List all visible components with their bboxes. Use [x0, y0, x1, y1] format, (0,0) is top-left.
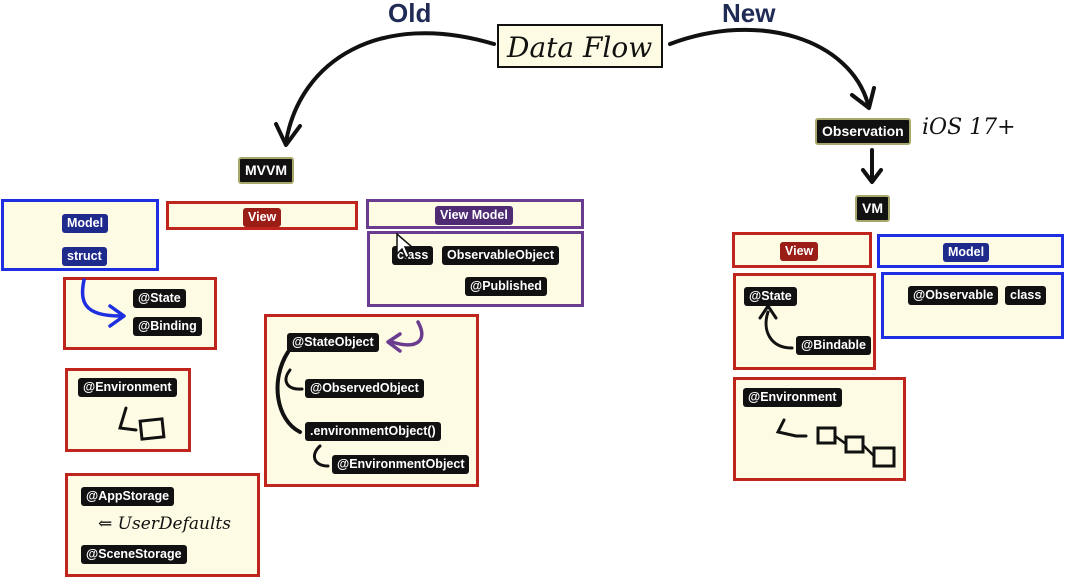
- old-flow-arrow: [284, 31, 496, 144]
- old-viewmodel-protocol: ObservableObject: [442, 246, 559, 265]
- new-state-box: @State @Bindable: [733, 273, 876, 370]
- vm-badge: VM: [855, 195, 890, 222]
- old-environment-box: @Environment: [65, 368, 191, 452]
- mvvm-badge: MVVM: [238, 157, 294, 184]
- new-class-pill: class: [1005, 286, 1047, 305]
- old-observedobject-pill: @ObservedObject: [305, 379, 424, 398]
- old-scenestorage-pill: @SceneStorage: [81, 545, 187, 564]
- old-flow-arrowhead: [274, 122, 302, 147]
- old-heading: Old: [388, 0, 432, 28]
- old-state-box: @State @Binding: [63, 277, 217, 350]
- new-flow-arrow: [668, 27, 870, 106]
- old-view-label: View: [243, 208, 282, 227]
- old-viewmodel-class: class: [392, 246, 434, 265]
- title-text: Data Flow: [507, 31, 653, 64]
- old-object-box: @StateObject @ObservedObject .environmen…: [264, 314, 479, 487]
- ios-version-note: iOS 17+: [922, 115, 1016, 140]
- title-box: Data Flow: [497, 24, 663, 68]
- observation-vm-arrowhead: [861, 168, 883, 184]
- new-view-label: View: [780, 242, 819, 261]
- old-binding-pill: @Binding: [133, 317, 202, 336]
- old-model-box: Model struct: [1, 199, 159, 271]
- old-storage-box: @AppStorage ⇐ UserDefaults @SceneStorage: [65, 473, 260, 577]
- new-model-label: Model: [943, 243, 990, 262]
- old-viewmodel-header: View Model: [366, 199, 584, 229]
- new-state-pill: @State: [744, 287, 797, 306]
- old-appstorage-pill: @AppStorage: [81, 487, 175, 506]
- old-viewmodel-label: View Model: [435, 206, 513, 225]
- observation-badge: Observation: [815, 118, 911, 145]
- old-model-label: Model: [62, 214, 109, 233]
- old-viewmodel-published: @Published: [465, 277, 547, 296]
- old-environmentobject-pill: @EnvironmentObject: [332, 455, 470, 474]
- new-flow-arrowhead: [850, 86, 876, 110]
- old-environment-pill: @Environment: [78, 378, 177, 397]
- new-environment-box: @Environment: [733, 377, 906, 481]
- old-viewmodel-body: class ObservableObject @Published: [367, 231, 584, 307]
- old-model-struct: struct: [62, 247, 107, 266]
- new-bindable-pill: @Bindable: [796, 336, 871, 355]
- old-view-box: View: [166, 201, 358, 230]
- new-model-header: Model: [877, 234, 1064, 268]
- new-view-box: View: [732, 232, 872, 268]
- new-heading: New: [722, 0, 776, 28]
- new-model-body: @Observable class: [881, 272, 1064, 339]
- old-environmentobject-modifier-pill: .environmentObject(): [305, 422, 441, 441]
- new-environment-pill: @Environment: [743, 388, 842, 407]
- old-state-pill: @State: [133, 289, 186, 308]
- old-stateobject-pill: @StateObject: [287, 333, 379, 352]
- old-userdefaults-note: ⇐ UserDefaults: [98, 514, 231, 534]
- new-observable-pill: @Observable: [908, 286, 999, 305]
